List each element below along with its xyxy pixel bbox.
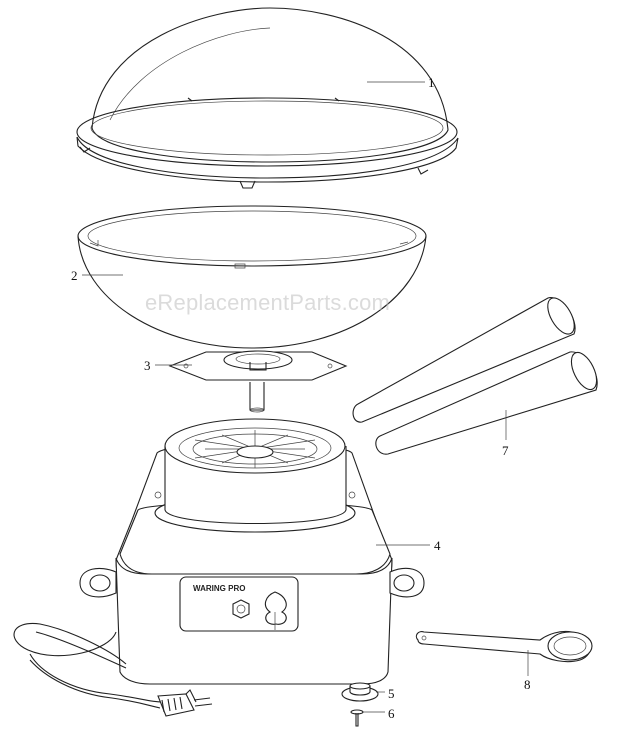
callout-1: 1 [428,75,435,90]
callout-4: 4 [434,538,441,553]
part-3-spinner-head [168,350,348,413]
callout-8: 8 [524,677,531,692]
power-cord [13,622,213,717]
part-1-dome-cover [76,7,459,189]
part-8-scoop [415,630,593,663]
part-2-bowl [77,205,427,349]
callout-6: 6 [388,706,395,721]
part-5-foot [341,682,379,702]
part-7-cones [352,297,598,455]
part-4-base [79,418,425,685]
part-6-screw [350,709,364,727]
watermark: eReplacementParts.com [145,290,391,315]
callout-3: 3 [144,358,151,373]
callout-5: 5 [388,686,395,701]
brand-label: WARING PRO [193,584,246,593]
callout-2: 2 [71,268,78,283]
callout-7: 7 [502,443,509,458]
